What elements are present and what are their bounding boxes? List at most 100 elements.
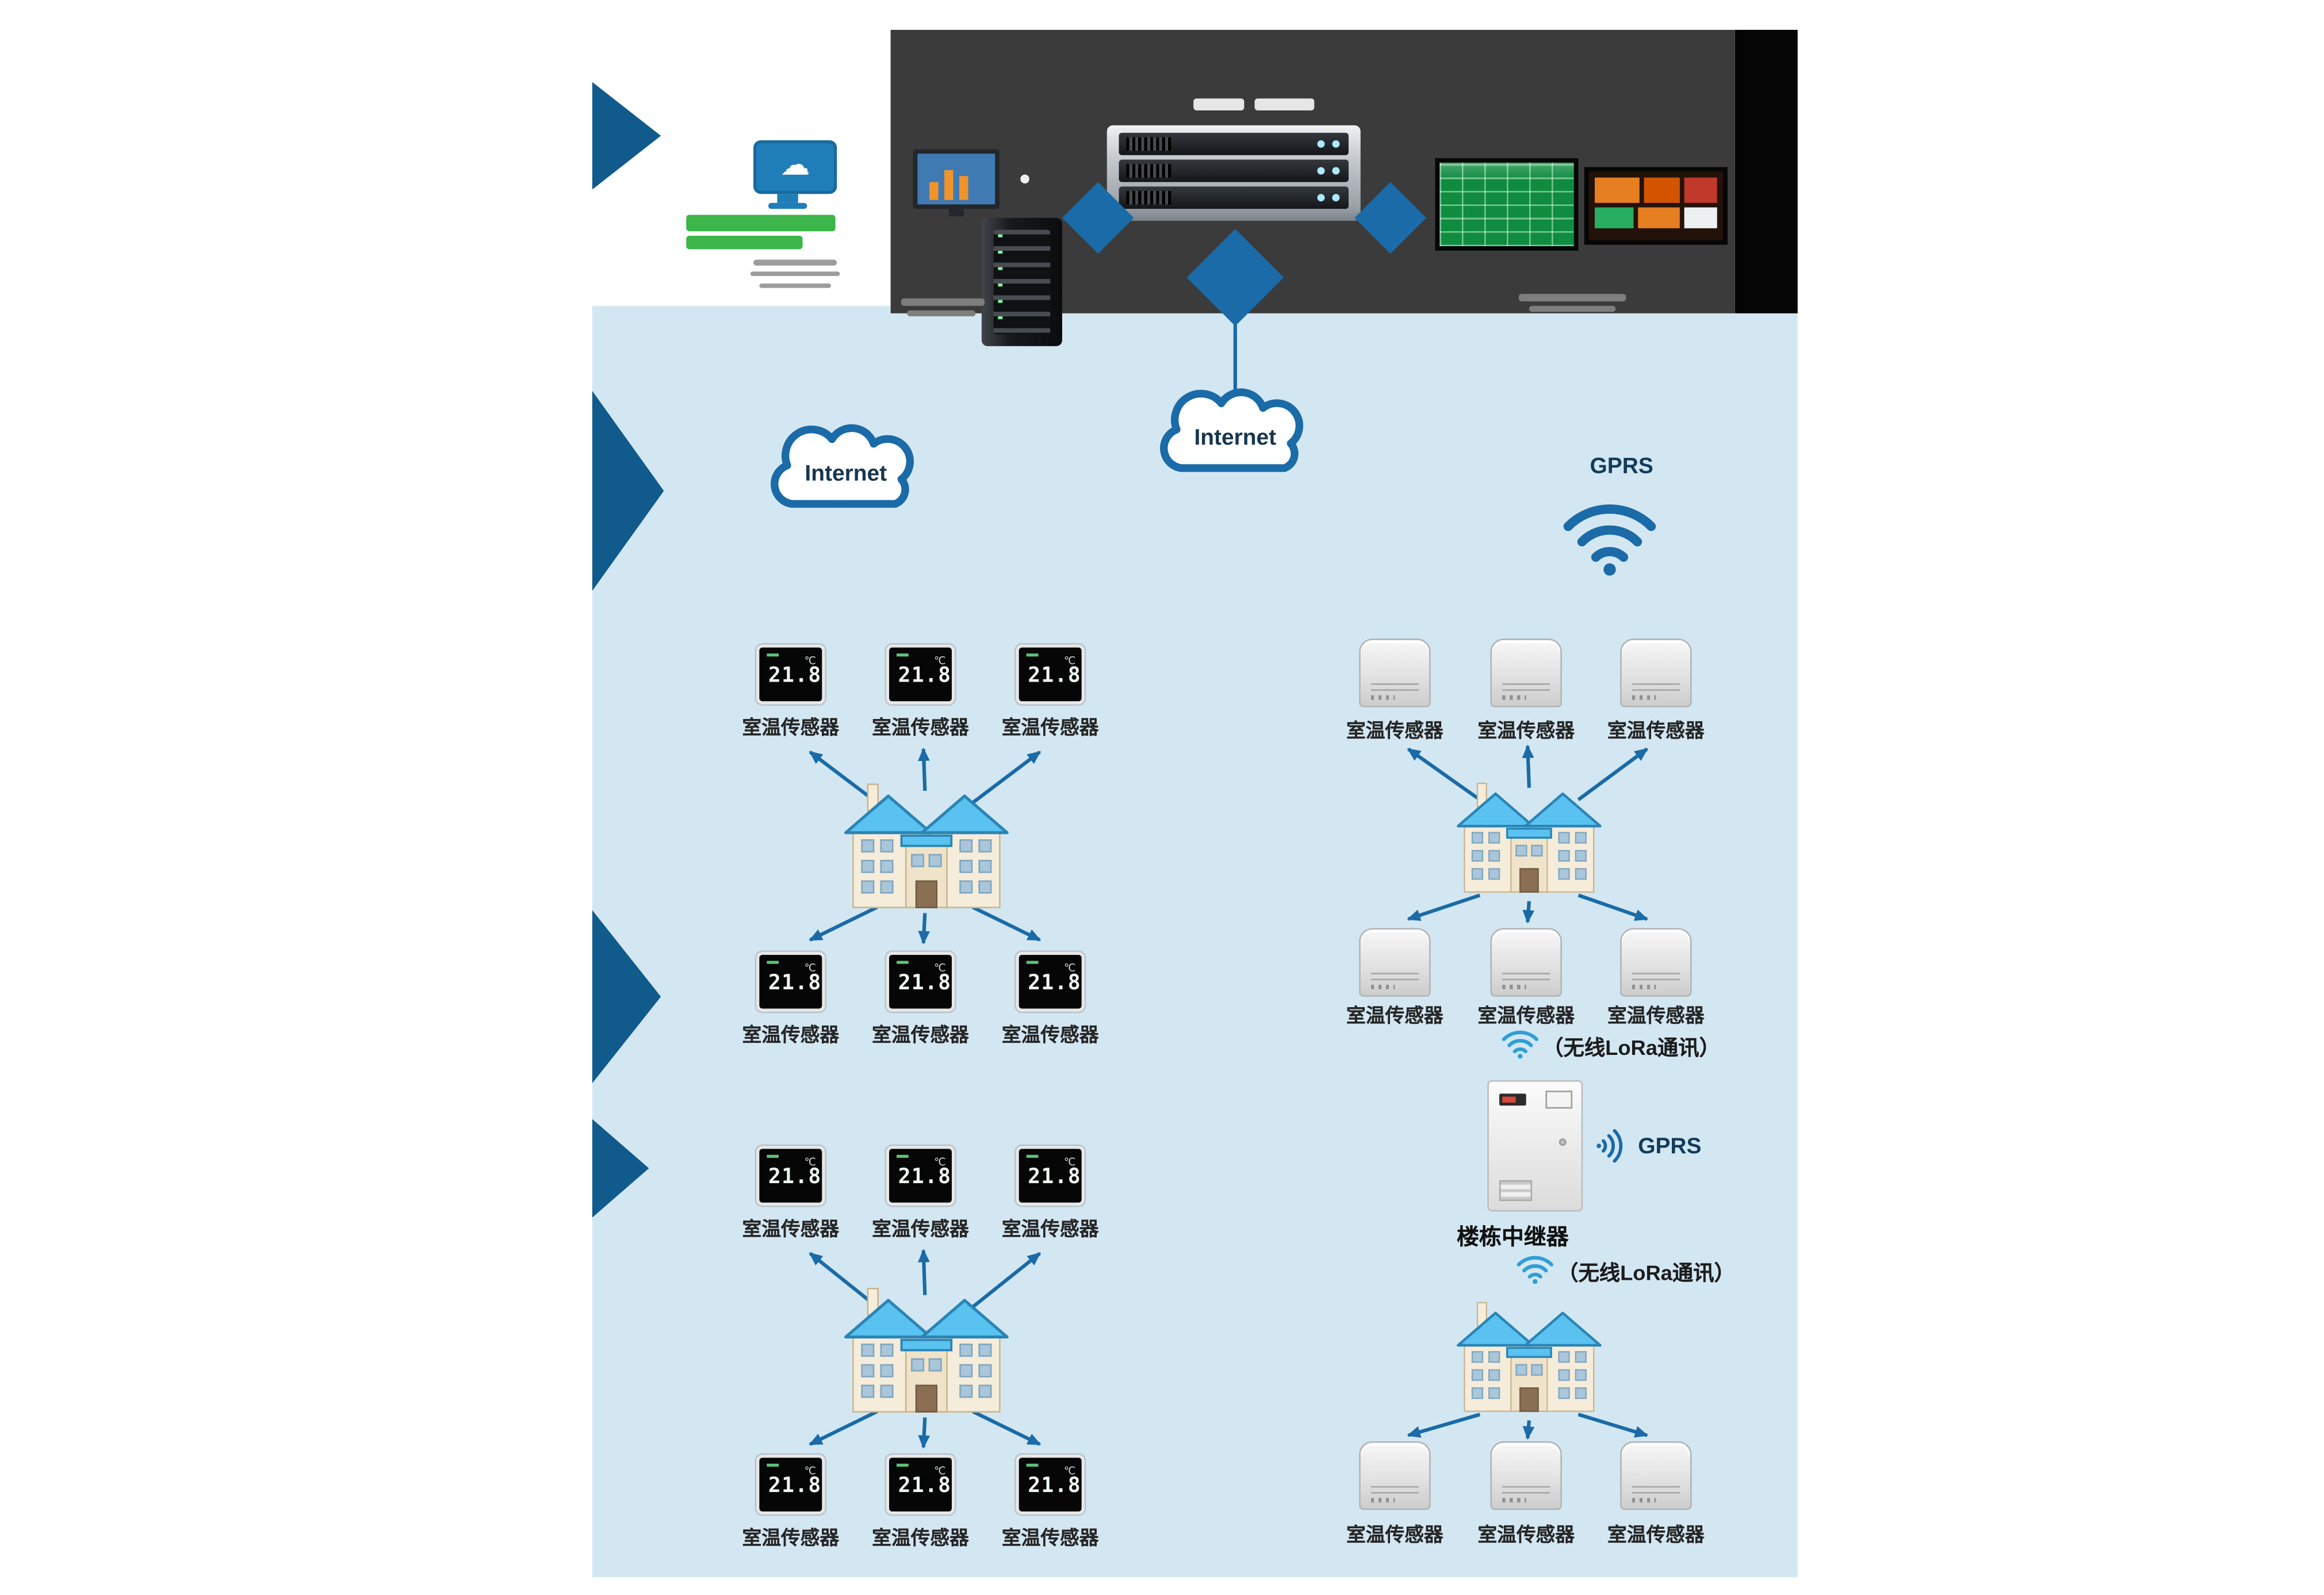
internet-label: Internet [1194,425,1277,451]
fine-print-line [750,271,840,276]
sensor-label: 室温传感器 [1607,1004,1705,1027]
vent-slot [1502,973,1550,981]
repeater-display [1499,1093,1526,1106]
room-temp-display: 21.8℃ [886,644,955,705]
sensor-label: 室温传感器 [1001,1526,1099,1549]
wall-sensor-device [1359,1441,1431,1510]
wall-sensor-device [1490,928,1562,997]
temp-unit: ℃ [1063,1157,1076,1169]
lora-wifi-icon [1501,1027,1540,1059]
server-caption-line [1254,98,1315,110]
temp-unit: ℃ [804,1157,816,1169]
building-icon [839,764,1014,916]
vent-slot [1502,1486,1550,1494]
room-temp-display: 21.8℃ [1016,1455,1085,1514]
cloud-monitor-icon: ☁ [753,140,837,194]
decor-chevron [592,82,661,190]
decor-chevron [592,1119,649,1218]
tower-server-icon [981,217,1062,346]
temp-unit: ℃ [804,963,816,974]
dashboard-monitor-icon [913,149,1000,209]
indicator-dots [1370,1498,1395,1503]
vent-slot [1370,683,1419,691]
decor-chevron [592,391,664,591]
temp-value: 21.8 [768,971,822,996]
sensor-label: 室温传感器 [1001,1217,1099,1240]
screen-tile [1638,207,1680,228]
building-repeater-device [1487,1080,1583,1212]
sensor-label: 室温传感器 [742,1526,840,1549]
screens-caption-line [1529,305,1616,312]
sensor-label: 室温传感器 [1346,719,1444,742]
internet-cloud: Internet [753,412,939,528]
sensor-label: 室温传感器 [742,716,840,739]
logo-bar [686,215,836,232]
temp-value: 21.8 [1028,1165,1081,1189]
building-icon [1452,1283,1607,1421]
sensor-label: 室温传感器 [1607,1523,1705,1546]
indicator-dots [1632,695,1656,700]
temp-value: 21.8 [768,1474,822,1498]
monitor-screen-dashboard [1584,167,1728,245]
screen-tile [1594,177,1640,203]
sensor-label: 室温传感器 [872,1526,969,1549]
rack-unit [1119,186,1349,209]
chart-bar [944,170,954,200]
lora-label: （无线LoRa通讯） [1542,1035,1720,1059]
room-temp-display: 21.8℃ [756,1455,825,1514]
sensor-label: 室温传感器 [1477,1004,1575,1027]
room-temp-display: 21.8℃ [886,951,955,1012]
logo-bar [686,235,803,250]
sensor-label: 室温传感器 [1477,1523,1575,1546]
indicator-dots [1370,985,1395,989]
room-temp-display: 21.8℃ [1016,1146,1085,1206]
chart-bar [959,176,968,200]
wall-sensor-device [1620,638,1692,707]
wall-sensor-device [1490,638,1562,707]
sensor-label: 室温传感器 [1607,719,1705,742]
signal-icon [1593,1128,1629,1164]
temp-value: 21.8 [1028,664,1081,688]
screen-tile [1684,207,1717,228]
screen-tile [1684,177,1717,203]
temp-value: 21.8 [1028,1474,1081,1498]
internet-cloud: Internet [1143,379,1328,489]
server-caption-line [1193,98,1245,110]
wall-sensor-device [1359,928,1431,997]
caption-line [901,298,985,306]
sensor-label: 室温传感器 [1346,1523,1444,1546]
temp-unit: ℃ [804,1466,816,1478]
temp-value: 21.8 [1028,971,1081,996]
repeater-label: 楼栋中继器 [1457,1225,1569,1250]
monitor-stand [777,194,798,203]
monitor-screen-table [1435,158,1579,251]
screen-tile [1594,207,1634,228]
header-black-panel [1735,29,1798,313]
chart-bar [929,182,939,200]
room-temp-display: 21.8℃ [756,951,825,1012]
monitor-base [768,202,807,209]
temp-unit: ℃ [934,1466,946,1478]
rack-server-icon [1107,125,1361,221]
temp-unit: ℃ [804,656,816,667]
repeater-button [1559,1138,1567,1146]
temp-value: 21.8 [768,1165,822,1189]
indicator-dots [1632,985,1656,989]
rack-unit [1119,132,1349,155]
fine-print-line [759,283,831,288]
wall-sensor-device [1359,638,1431,707]
decor-chevron [592,910,661,1084]
internet-label: Internet [805,460,887,486]
temp-value: 21.8 [898,1165,952,1189]
vent-slot [1632,683,1680,691]
gprs-label: GPRS [1590,453,1653,479]
fine-print-line [753,259,837,266]
building-icon [839,1268,1014,1421]
repeater-sticker [1545,1091,1573,1109]
sensor-label: 室温传感器 [1477,719,1575,742]
building-icon [1452,764,1607,901]
temp-value: 21.8 [898,1474,952,1498]
temp-unit: ℃ [934,963,946,974]
monitor-stand [948,209,964,217]
